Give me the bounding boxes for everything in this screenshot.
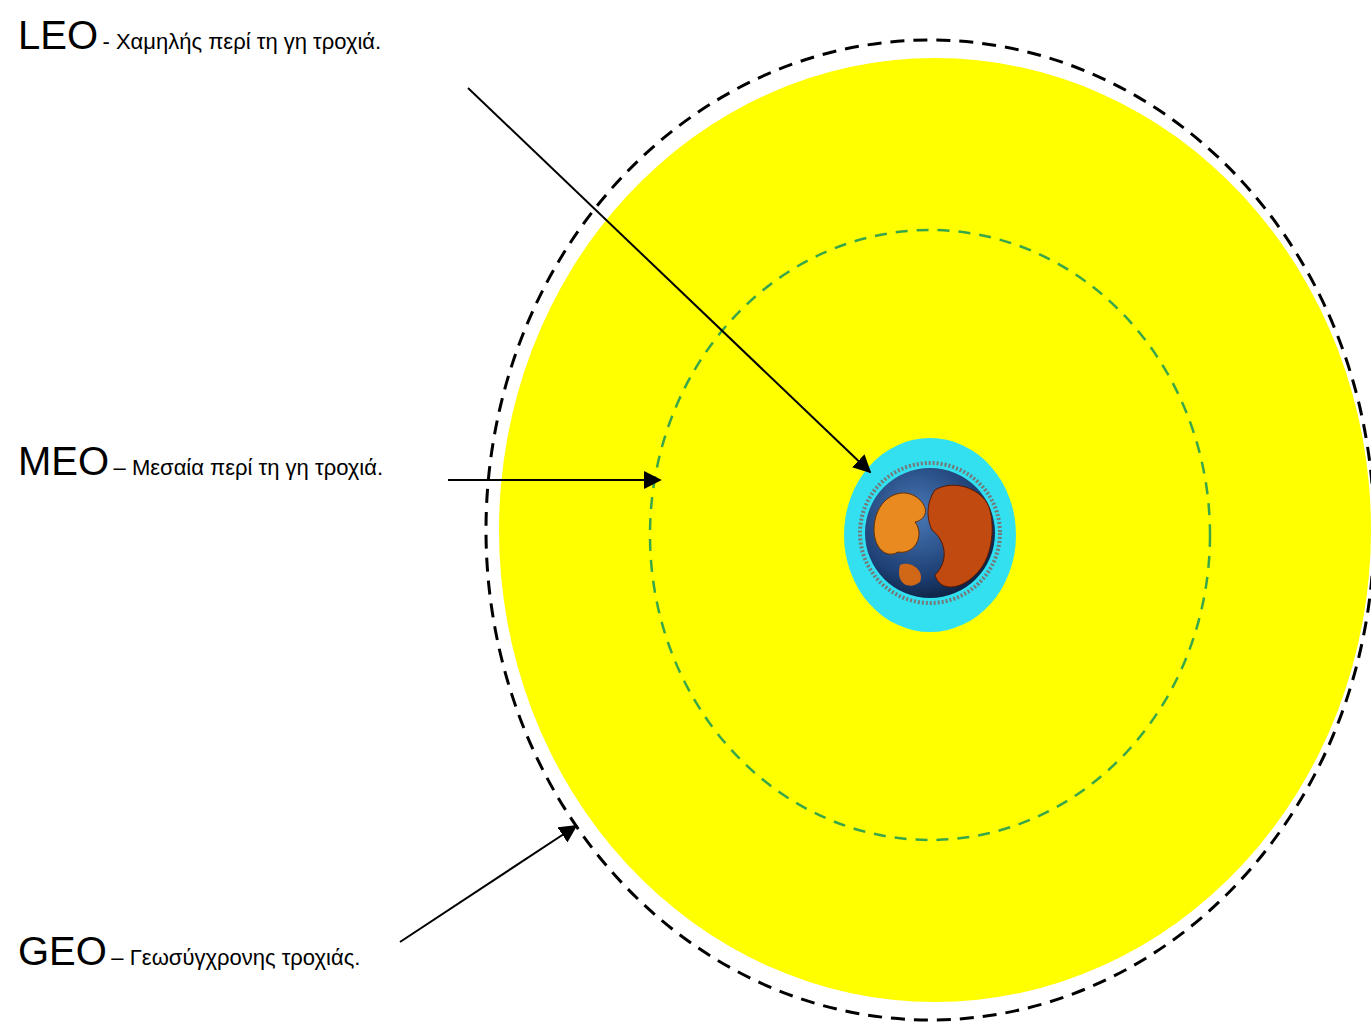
- orbit-description: – Μεσαία περί τη γη τροχιά.: [114, 455, 384, 480]
- orbit-acronym: LEO: [18, 13, 98, 57]
- leader-line: [400, 826, 576, 942]
- orbit-label: LEO - Χαμηλής περί τη γη τροχιά.: [18, 12, 463, 58]
- leader-line: [448, 479, 660, 481]
- meo-orbit: [650, 230, 1210, 840]
- orbit-label: MEO – Μεσαία περί τη γη τροχιά.: [18, 438, 463, 484]
- earth-continent: [874, 493, 925, 554]
- leader-line: [468, 88, 870, 472]
- leo-region: [844, 438, 1016, 632]
- orbit-acronym: MEO: [18, 439, 109, 483]
- orbit-acronym: GEO: [18, 929, 107, 973]
- geo-region: [499, 58, 1371, 1002]
- earth-continent: [899, 564, 921, 586]
- orbit-description: – Γεωσύγχρονης τροχιάς.: [111, 945, 360, 970]
- geo-orbit: [486, 40, 1371, 1020]
- earth: [865, 468, 995, 598]
- orbit-description: - Χαμηλής περί τη γη τροχιά.: [103, 29, 382, 54]
- orbit-label: GEO – Γεωσύγχρονης τροχιάς.: [18, 928, 418, 974]
- leo-orbit: [860, 463, 1000, 603]
- earth-continent: [928, 485, 992, 587]
